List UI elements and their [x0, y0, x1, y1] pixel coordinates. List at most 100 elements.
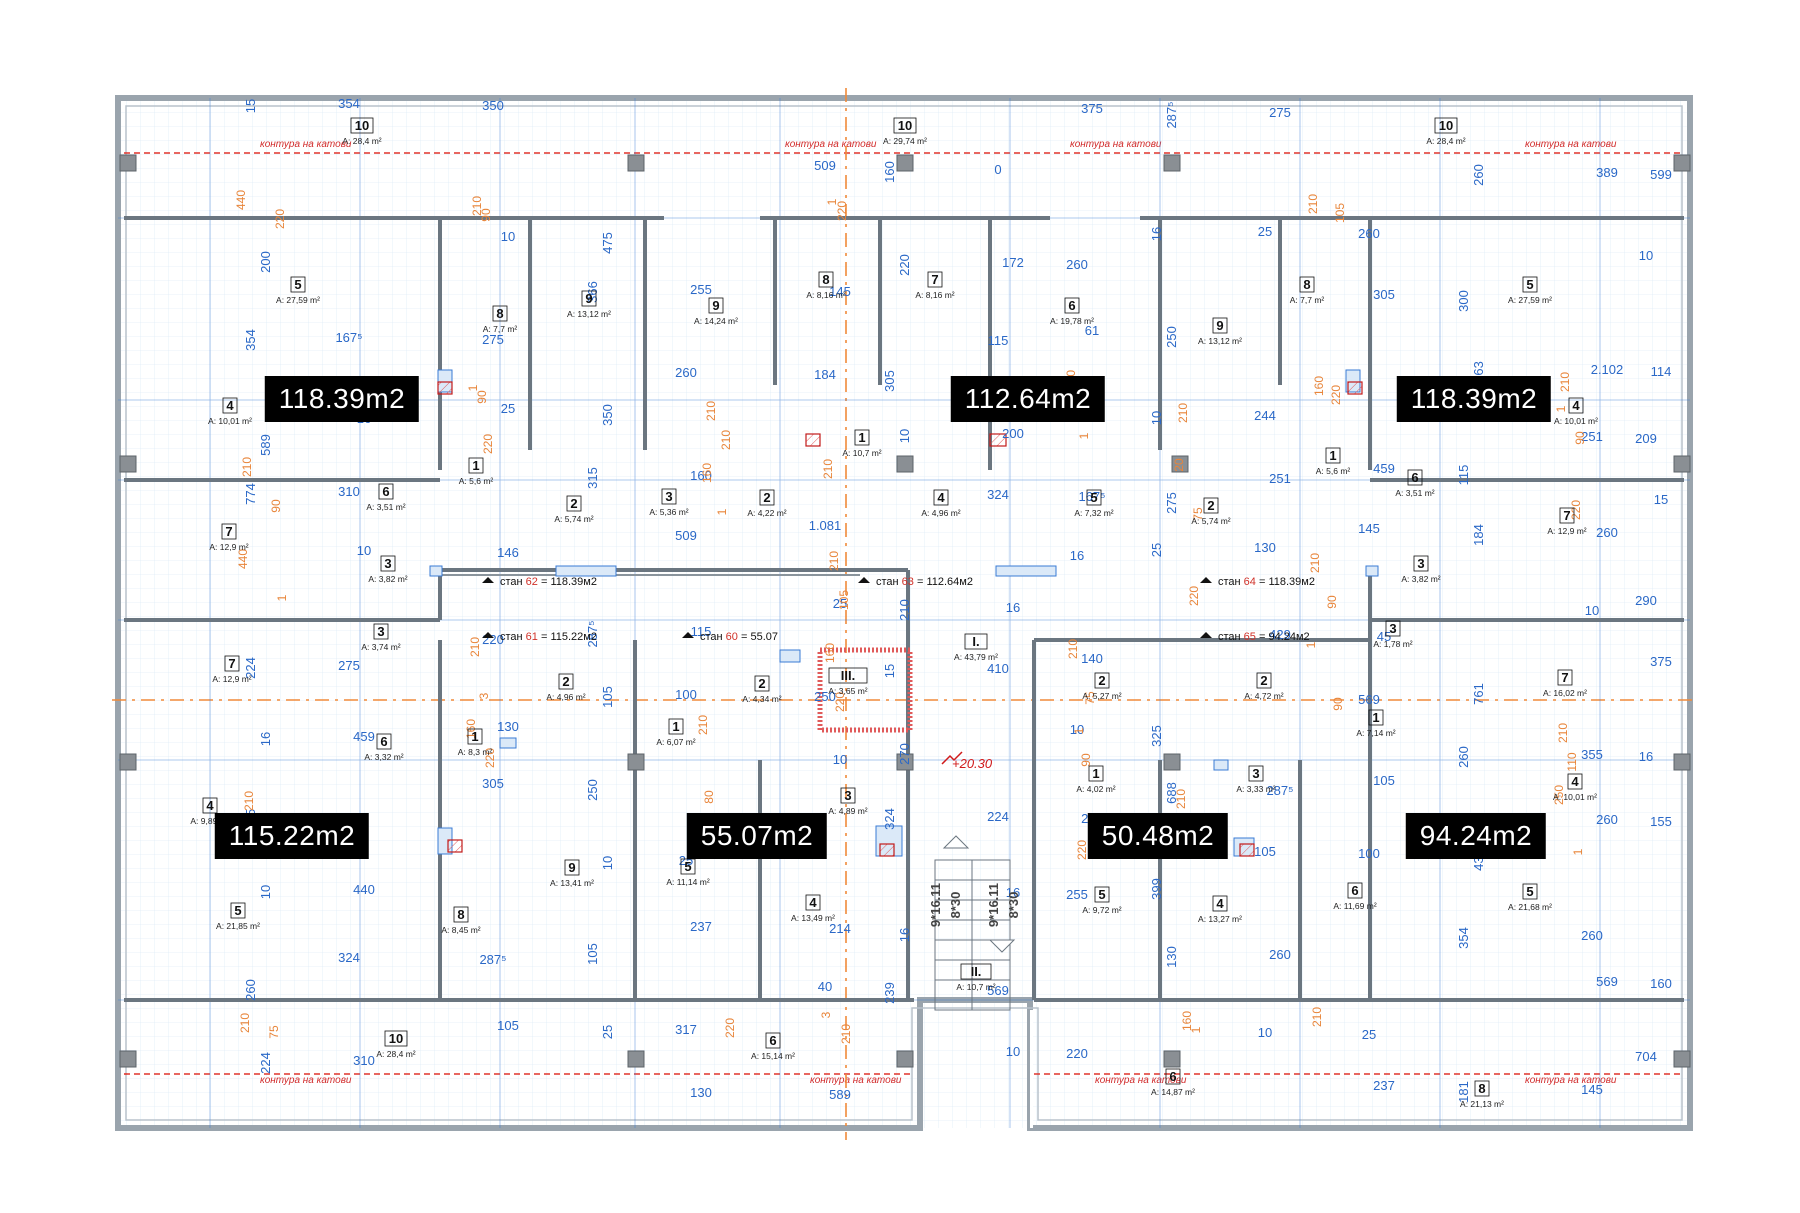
dimension-label: 459 [1373, 461, 1395, 476]
room-number: 1 [1329, 448, 1336, 463]
room-tag: 10A: 28,4 m² [342, 117, 382, 146]
room-number: 7 [228, 656, 235, 671]
dimension-label: 16 [1149, 227, 1164, 241]
room-number: 6 [769, 1033, 776, 1048]
dimension-label-orange: 210 [1556, 723, 1570, 743]
room-number: 2 [1260, 673, 1267, 688]
area-badge-u66: 50.48m2 [1087, 813, 1229, 859]
room-number-box [1094, 886, 1110, 903]
room-area: A: 8,45 m² [441, 925, 480, 935]
dimension-label: 260 [1066, 257, 1088, 272]
dimension-label: 224 [258, 1052, 273, 1074]
room-number-box [373, 623, 389, 640]
room-number-box [384, 1030, 408, 1047]
room-area: A: 11,69 m² [1333, 901, 1376, 911]
room-tag: 8A: 7,7 m² [483, 305, 517, 334]
dimension-label: 305 [882, 370, 897, 392]
dimension-label: 10 [1149, 411, 1164, 425]
dimension-label-orange: 220 [835, 201, 849, 221]
dimension-label-orange: 1 [275, 594, 289, 601]
room-number-box [558, 673, 574, 690]
dimension-label-orange: 90 [1325, 595, 1339, 609]
room-number-box [1347, 882, 1363, 899]
apartment-tag-prefix: стан [700, 631, 726, 643]
dimension-label: 105 [600, 686, 615, 708]
dimension-label: 200 [1002, 426, 1024, 441]
room-number-box [927, 271, 943, 288]
dimension-label: 275 [338, 658, 360, 673]
dimension-label: 287⁵ [1164, 101, 1179, 128]
dimension-label: 317 [675, 1022, 697, 1037]
room-number-box [1212, 317, 1228, 334]
room-area: A: 3,32 m² [364, 752, 403, 762]
room-number: 7 [225, 524, 232, 539]
dimension-label-orange: 210 [240, 457, 254, 477]
dimension-label: 688 [1164, 782, 1179, 804]
room-area: A: 7,14 m² [1356, 728, 1395, 738]
room-area: A: 5,6 m² [1316, 466, 1351, 476]
room-tag: 3A: 3,33 m² [1236, 765, 1276, 794]
room-tag: 3A: 5,36 m² [649, 488, 689, 517]
dimension-label: 25 [1149, 543, 1164, 557]
section-arrow [482, 577, 494, 583]
room-area: A: 10,7 m² [956, 982, 995, 992]
area-badge-u63: 112.64m2 [950, 376, 1106, 422]
room-tag: 7A: 12,9 m² [1547, 507, 1587, 536]
contour-label: контура на катови [260, 1075, 352, 1086]
room-number: 10 [389, 1031, 403, 1046]
dimension-label: 350 [482, 98, 504, 113]
room-number: 3 [384, 556, 391, 571]
column [1673, 753, 1691, 771]
dimension-label: 324 [338, 950, 360, 965]
dimension-label-orange: 90 [1331, 697, 1345, 711]
dimension-label: 160 [882, 161, 897, 183]
room-area: A: 4,02 m² [1076, 784, 1115, 794]
room-number: 7 [931, 272, 938, 287]
room-tag: 9A: 13,12 m² [1198, 317, 1242, 346]
dimension-label: 324 [882, 808, 897, 830]
column [119, 1050, 137, 1068]
room-tag: III.A: 3,65 m² [828, 667, 868, 696]
room-area: A: 13,49 m² [791, 913, 835, 923]
room-number-box [1086, 489, 1102, 506]
contour-label: контура на катови [260, 139, 352, 150]
dimension-label-orange: 210 [470, 196, 484, 216]
dimension-label: 475 [600, 232, 615, 254]
dimension-label-orange: 160 [700, 463, 714, 483]
room-area: A: 3,33 m² [1236, 784, 1275, 794]
room-number-box [1094, 672, 1110, 689]
column [1163, 1050, 1181, 1068]
dimension-label: 389 [1596, 165, 1618, 180]
room-area: A: 14,87 m² [1151, 1087, 1195, 1097]
dimension-label: 220 [897, 254, 912, 276]
room-tag: 3A: 3,74 m² [361, 623, 401, 652]
dimension-label: 160 [690, 468, 712, 483]
dimension-label: 40 [818, 979, 832, 994]
room-number-box [1064, 297, 1080, 314]
dimension-label: 244 [1254, 408, 1276, 423]
room-tag: 2A: 4,22 m² [747, 489, 787, 518]
dimension-label: 61 [1085, 323, 1099, 338]
dimension-label: 210 [897, 599, 912, 621]
apartment-tag-prefix: стан [500, 576, 526, 588]
room-tag: 8A: 8,16 m² [806, 271, 846, 300]
dimension-label: 25 [600, 1025, 615, 1039]
dimension-label: 250 [585, 779, 600, 801]
dimension-label-orange: 220 [273, 209, 287, 229]
dimension-label: 167⁵ [335, 330, 362, 345]
apartment-tag-prefix: стан [1218, 631, 1244, 643]
room-number-box [854, 429, 870, 446]
room-area: A: 8,3 m² [458, 747, 493, 757]
dimension-label: 25 [1258, 224, 1272, 239]
dimension-label: 429 [1269, 627, 1291, 642]
dimension-label: 310 [338, 484, 360, 499]
room-number: 2 [763, 490, 770, 505]
dimension-label: 16 [1006, 885, 1020, 900]
dimension-label: 10 [1070, 722, 1084, 737]
room-area: A: 3,82 m² [1401, 574, 1440, 584]
dimension-label: 270 [897, 743, 912, 765]
dimension-label: 0 [994, 162, 1001, 177]
room-number: 8 [1303, 277, 1310, 292]
